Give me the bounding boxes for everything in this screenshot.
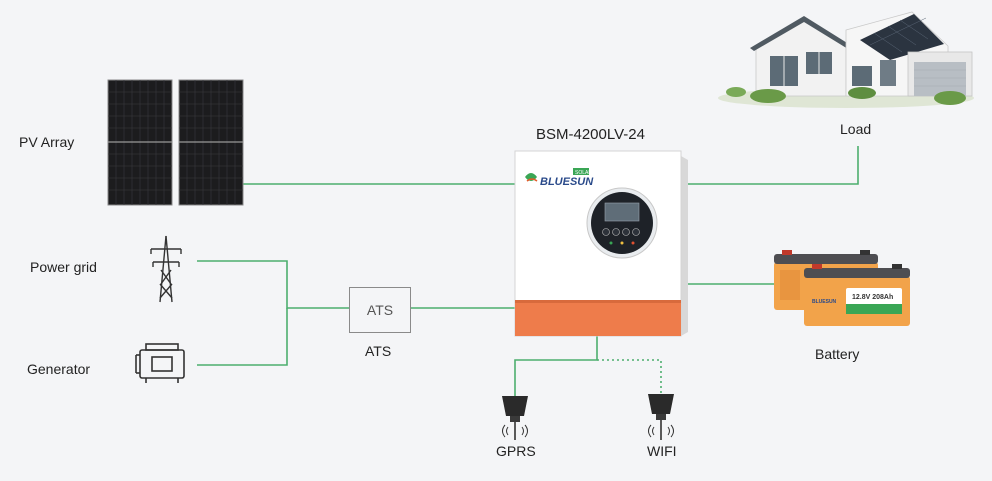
load-label: Load [840, 121, 872, 137]
inverter-to-load-line [681, 146, 859, 185]
wifi-dongle-icon [648, 394, 674, 440]
inverter-lcd-screen [604, 202, 640, 222]
inverter-to-wifi-line [597, 359, 662, 394]
gprs-label: GPRS [496, 443, 536, 459]
power-tower-icon [150, 235, 182, 303]
generator-label: Generator [27, 361, 91, 377]
battery-brand-text: BLUESUN [812, 299, 837, 305]
ats-box: ATS [349, 287, 411, 333]
ats-label: ATS [365, 343, 392, 359]
generator-icon [135, 343, 185, 383]
bluesun-logo-icon [525, 173, 538, 182]
inverter-model-label: BSM-4200LV-24 [536, 126, 645, 143]
ats-box-label: ATS [366, 302, 394, 318]
inverter-to-gprs-line [514, 336, 598, 396]
inverter-button-3 [622, 228, 630, 236]
inverter-unit: BLUESUN SOLAR [514, 150, 688, 337]
gprs-wireless-icon [502, 424, 528, 438]
inverter-button-1 [602, 228, 610, 236]
solar-panel-left [107, 79, 173, 206]
inverter-brand-text: BLUESUN [540, 176, 594, 188]
battery-spec-text: 12.8V 208Ah [852, 294, 893, 301]
solar-panel-right [178, 79, 244, 206]
pv-array-label: PV Array [19, 134, 75, 150]
grid-to-ats-line [197, 260, 349, 309]
house-image [718, 11, 974, 108]
battery-label: Battery [815, 346, 860, 362]
inverter-button-4 [632, 228, 640, 236]
power-grid-label: Power grid [30, 259, 97, 275]
inverter-brand-sub-text: SOLAR [575, 170, 592, 176]
inverter-display-panel [586, 187, 658, 259]
battery-pack-front: 12.8V 208Ah BLUESUN [804, 264, 910, 326]
pv-array-panels [107, 79, 244, 206]
inverter-brand-sub-badge [573, 168, 589, 175]
gprs-dongle-icon [502, 396, 528, 440]
wifi-wireless-icon [648, 424, 674, 438]
generator-to-ats-line [197, 308, 288, 366]
connection-lines [197, 146, 859, 396]
wifi-label: WIFI [647, 443, 677, 459]
inverter-button-2 [612, 228, 620, 236]
